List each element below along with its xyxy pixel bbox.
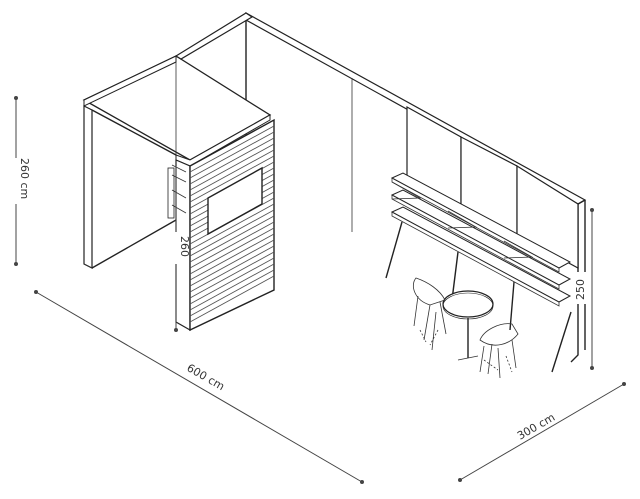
table-and-chairs [413, 277, 519, 379]
storage-height-label: 260 [178, 236, 191, 257]
left-side-wall [82, 12, 272, 269]
storage-cube [167, 114, 275, 332]
shelf-wall-height-label: 250 [574, 279, 587, 300]
display-screen [207, 166, 263, 236]
left-height-label: 260 cm [18, 158, 31, 199]
front-length-label: 600 cm [185, 361, 227, 393]
wall-shelves [385, 172, 572, 373]
